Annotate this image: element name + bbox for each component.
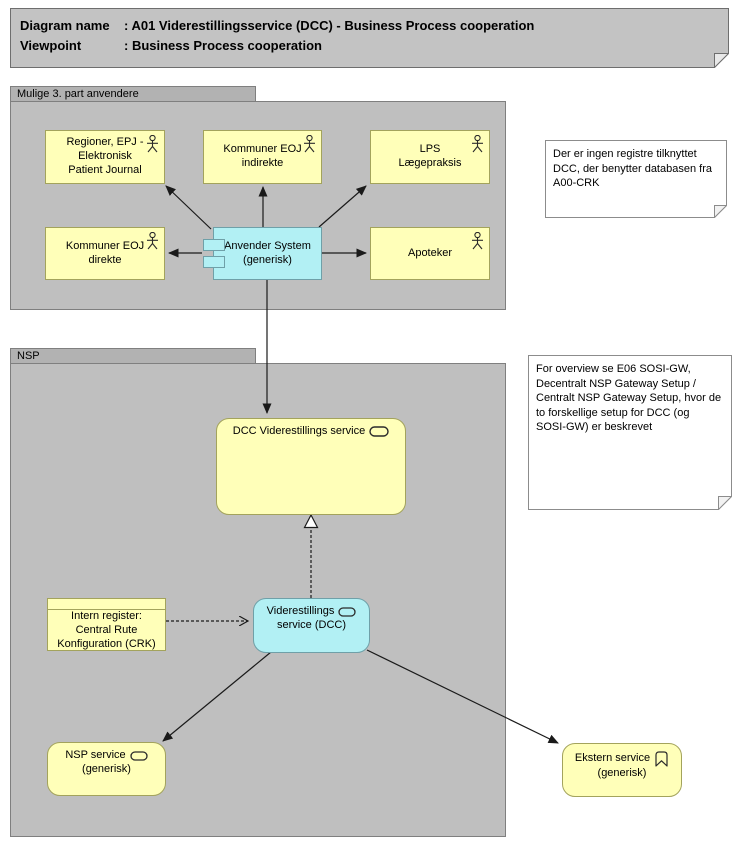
- group-third-party-tab[interactable]: Mulige 3. part anvendere: [10, 86, 256, 102]
- title-row2-label: Viewpoint: [20, 37, 82, 53]
- title-row2-value: : Business Process cooperation: [124, 37, 322, 53]
- node-ekstern-service[interactable]: Ekstern service (generisk): [562, 743, 682, 797]
- node-anvender-system-label: Anvender System (generisk): [224, 239, 311, 266]
- node-apoteker[interactable]: Apoteker: [370, 227, 490, 280]
- node-kommuner-eoj-direkte-label: Kommuner EOJ direkte: [65, 239, 145, 266]
- component-tab-icon: [203, 239, 225, 251]
- node-intern-register-crk-label: Intern register: Central Rute Konfigurat…: [57, 610, 156, 650]
- business-actor-icon: [147, 135, 158, 153]
- group-nsp-tab[interactable]: NSP: [10, 348, 256, 364]
- bookmark-chevron-icon: [655, 751, 668, 767]
- service-stadium-icon: [369, 426, 389, 438]
- note-overview-shape: [528, 355, 732, 510]
- note-overview-text: For overview se E06 SOSI-GW, Decentralt …: [536, 363, 722, 434]
- business-actor-icon: [304, 135, 315, 153]
- node-dcc-viderestillings-service-label: DCC Viderestillings service: [232, 425, 366, 437]
- node-kommuner-eoj-direkte[interactable]: Kommuner EOJ direkte: [45, 227, 165, 280]
- node-nsp-service-line1: NSP service: [65, 749, 126, 761]
- node-viderestillings-service-dcc[interactable]: Viderestillings service (DCC): [253, 598, 370, 653]
- node-lps-laegepraksis[interactable]: LPS Lægepraksis: [370, 130, 490, 184]
- note-crk-text: Der er ingen registre tilknyttet DCC, de…: [553, 148, 712, 190]
- note-crk[interactable]: Der er ingen registre tilknyttet DCC, de…: [545, 140, 727, 218]
- group-third-party-label: Mulige 3. part anvendere: [17, 88, 139, 100]
- node-kommuner-eoj-indirekte-label: Kommuner EOJ indirekte: [223, 143, 302, 169]
- node-nsp-service-line2: (generisk): [82, 762, 131, 775]
- service-stadium-icon: [130, 751, 148, 761]
- node-nsp-service[interactable]: NSP service (generisk): [47, 742, 166, 796]
- title-note-shape: [10, 8, 729, 68]
- node-ekstern-service-line1: Ekstern service: [574, 751, 651, 764]
- title-row1-value: : A01 Viderestillingsservice (DCC) - Bus…: [124, 18, 535, 33]
- node-viderestillings-service-dcc-line2: service (DCC): [276, 618, 347, 631]
- node-regioner-epj[interactable]: Regioner, EPJ - Elektronisk Patient Jour…: [45, 130, 165, 184]
- business-actor-icon: [147, 232, 158, 250]
- note-crk-shape: [545, 140, 727, 218]
- node-lps-laegepraksis-label: LPS Lægepraksis: [398, 143, 462, 169]
- diagram-title: Diagram name : A01 Viderestillingsservic…: [10, 8, 729, 63]
- service-stadium-icon: [338, 607, 356, 617]
- business-actor-icon: [472, 232, 483, 250]
- node-ekstern-service-line2: (generisk): [597, 767, 647, 779]
- title-row1-label: Diagram name: [20, 18, 110, 33]
- node-anvender-system[interactable]: Anvender System (generisk): [203, 227, 322, 280]
- component-tab-icon: [203, 256, 225, 268]
- node-kommuner-eoj-indirekte[interactable]: Kommuner EOJ indirekte: [203, 130, 322, 184]
- object-top-strip: [48, 599, 165, 610]
- note-overview[interactable]: For overview se E06 SOSI-GW, Decentralt …: [528, 355, 732, 510]
- group-nsp-label: NSP: [17, 350, 40, 362]
- node-intern-register-crk[interactable]: Intern register: Central Rute Konfigurat…: [47, 598, 166, 651]
- title-note: Diagram name : A01 Viderestillingsservic…: [10, 8, 729, 68]
- node-apoteker-label: Apoteker: [407, 246, 453, 259]
- node-dcc-viderestillings-service[interactable]: DCC Viderestillings service: [216, 418, 406, 515]
- node-regioner-epj-label: Regioner, EPJ - Elektronisk Patient Jour…: [66, 136, 144, 176]
- node-viderestillings-service-dcc-line1: Viderestillings: [266, 605, 335, 617]
- business-actor-icon: [472, 135, 483, 153]
